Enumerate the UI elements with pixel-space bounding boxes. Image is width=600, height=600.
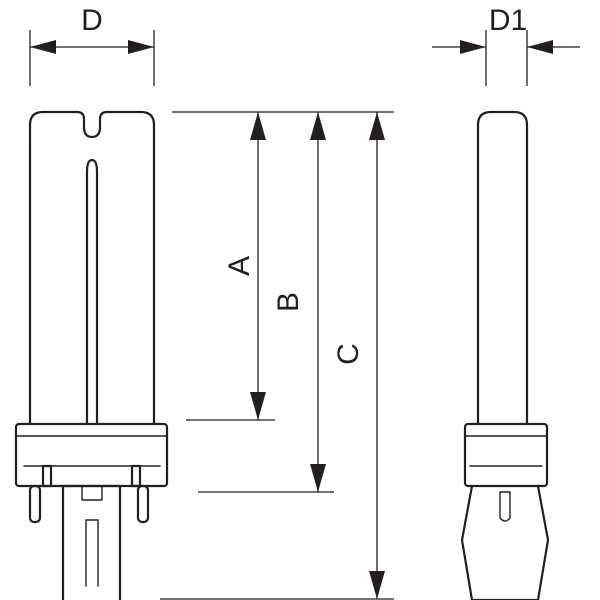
front-pins — [28, 464, 150, 524]
front-tube-outline — [28, 110, 156, 426]
front-tube-gap — [85, 158, 99, 426]
dim-c-arrow-bottom — [369, 571, 385, 599]
dim-d1-arrow-left — [460, 40, 486, 54]
side-tube-outline — [476, 110, 529, 426]
dim-d-arrow-right — [128, 40, 154, 54]
label-c: C — [332, 343, 365, 365]
pin-2 — [136, 484, 150, 524]
label-d: D — [81, 4, 103, 37]
dim-d1-arrow-right — [527, 40, 553, 54]
pin-collar-2 — [130, 464, 142, 488]
side-pin — [499, 491, 511, 522]
side-base-housing — [463, 422, 549, 488]
dim-d-arrow-left — [30, 40, 56, 54]
front-base-housing — [14, 422, 169, 488]
label-d1: D1 — [489, 4, 527, 37]
dim-c-arrow-top — [369, 112, 385, 140]
dimension-labels: D D1 A B C — [81, 4, 527, 365]
side-socket — [460, 484, 550, 600]
label-a: A — [223, 256, 256, 276]
lamp-front-view — [14, 110, 169, 600]
dim-a-arrow-top — [250, 112, 266, 140]
label-b: B — [272, 292, 305, 312]
dim-a-arrow-bottom — [250, 392, 266, 420]
dim-b-arrow-bottom — [310, 464, 326, 492]
front-socket-key — [61, 484, 122, 600]
pin-1 — [28, 484, 42, 524]
dimension-lines — [29, 30, 580, 600]
pin-collar-1 — [41, 464, 53, 488]
front-socket-notch — [81, 485, 103, 587]
dim-b-arrow-top — [310, 112, 326, 140]
lamp-side-view — [460, 110, 550, 600]
